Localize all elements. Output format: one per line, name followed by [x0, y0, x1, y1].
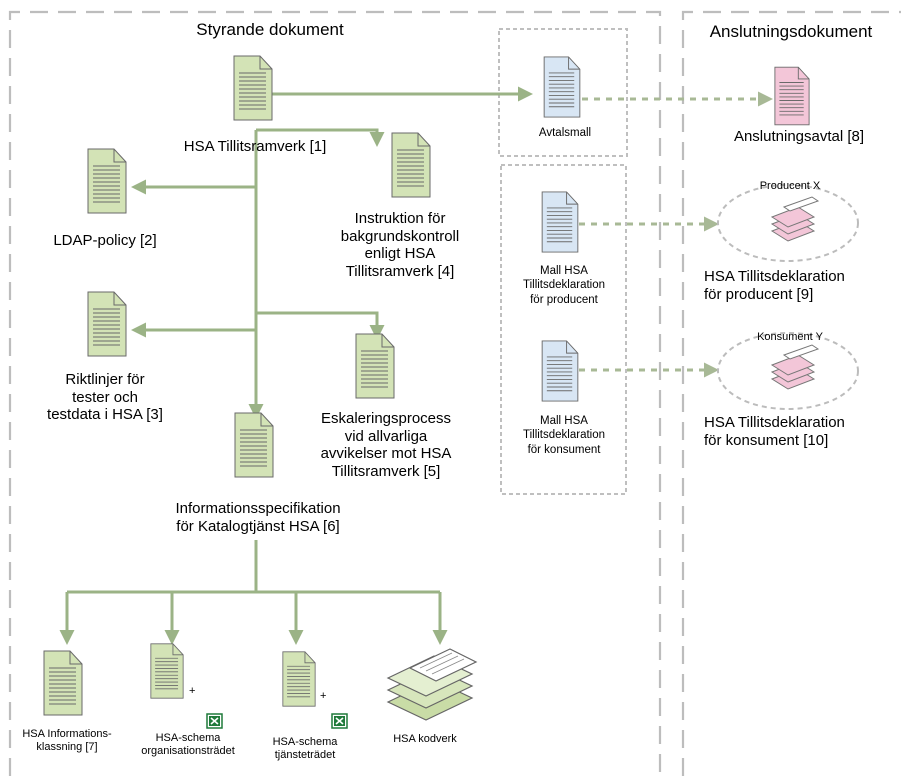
avtalsmall-document-icon: [543, 56, 581, 118]
mall-konsument-label: Mall HSA Tillitsdeklaration för konsumen…: [522, 415, 606, 456]
schema-tjanst-document-icon: [282, 651, 316, 707]
schema-org-label: HSA-schema organisationsträdet: [141, 732, 235, 757]
plus-sign-org: +: [189, 685, 196, 697]
kodverk-label: HSA kodverk: [393, 733, 457, 745]
excel-icon-tjanst: [331, 713, 348, 729]
excel-icon-org: [206, 713, 223, 729]
tillitsramverk-document-icon: [233, 55, 273, 121]
ldap-policy-label: LDAP-policy [2]: [53, 232, 157, 249]
connectors: [59, 86, 533, 645]
konsument-declaration-label: HSA Tillitsdeklaration för konsument [10…: [704, 414, 845, 449]
eskalering-label: Eskaleringsprocess vid allvarliga avvike…: [320, 410, 452, 481]
informationsspec-label: Informationsspecifikation för Katalogtjä…: [175, 500, 341, 535]
mall-producent-document-icon: [541, 191, 579, 253]
dashed-connectors: [579, 91, 773, 378]
informationsklassning-label: HSA Informations- klassning [7]: [22, 728, 112, 753]
plus-sign-tjanst: +: [320, 690, 327, 702]
connector-to-eskalering: [256, 311, 385, 340]
producent-stacked-docs-icon: [770, 196, 820, 242]
riktlinjer-label: Riktlinjer för tester och testdata i HSA…: [47, 371, 163, 424]
left-section-frame: [8, 10, 662, 776]
avtalsmall-frame: [498, 28, 628, 157]
section-frames: [8, 10, 901, 776]
producent-ellipse: [717, 184, 859, 262]
anslutningsavtal-label: Anslutningsavtal [8]: [733, 128, 865, 145]
konsument-group-label: Konsument Y: [757, 331, 823, 343]
right-section-frame: [681, 10, 901, 776]
blue-documents: [541, 56, 581, 402]
riktlinjer-document-icon: [87, 291, 127, 357]
konsument-ellipse: [717, 332, 859, 410]
informationsspec-document-icon: [234, 412, 274, 478]
avtalsmall-label: Avtalsmall: [538, 127, 592, 139]
konsument-stacked-docs-icon: [770, 344, 820, 390]
anslutningsavtal-document-icon: [774, 66, 810, 126]
konsument-group: [717, 332, 859, 410]
connector-to-instruktion: [256, 128, 385, 147]
right-section-title: Anslutningsdokument: [709, 22, 873, 41]
tillitsdeklaration-templates-frame: [500, 164, 627, 495]
instruktion-document-icon: [391, 132, 431, 198]
left-section-title: Styrande dokument: [196, 20, 344, 39]
schema-org-document-icon: [150, 643, 184, 699]
kodverk-stacked-docs-icon: [386, 648, 478, 721]
instruktion-label: Instruktion för bakgrundskontroll enligt…: [340, 210, 460, 281]
producent-group-label: Producent X: [759, 180, 821, 192]
eskalering-document-icon: [355, 333, 395, 399]
template-group-frames: [498, 28, 628, 495]
mall-konsument-document-icon: [541, 340, 579, 402]
producent-group: [717, 184, 859, 262]
ldap-policy-document-icon: [87, 148, 127, 214]
tillitsramverk-label: HSA Tillitsramverk [1]: [183, 138, 327, 155]
producent-declaration-label: HSA Tillitsdeklaration för producent [9]: [704, 268, 845, 303]
informationsklassning-document-icon: [43, 650, 83, 716]
mall-producent-label: Mall HSA Tillitsdeklaration för producen…: [522, 265, 606, 306]
schema-tjanst-label: HSA-schema tjänsteträdet: [272, 736, 338, 761]
